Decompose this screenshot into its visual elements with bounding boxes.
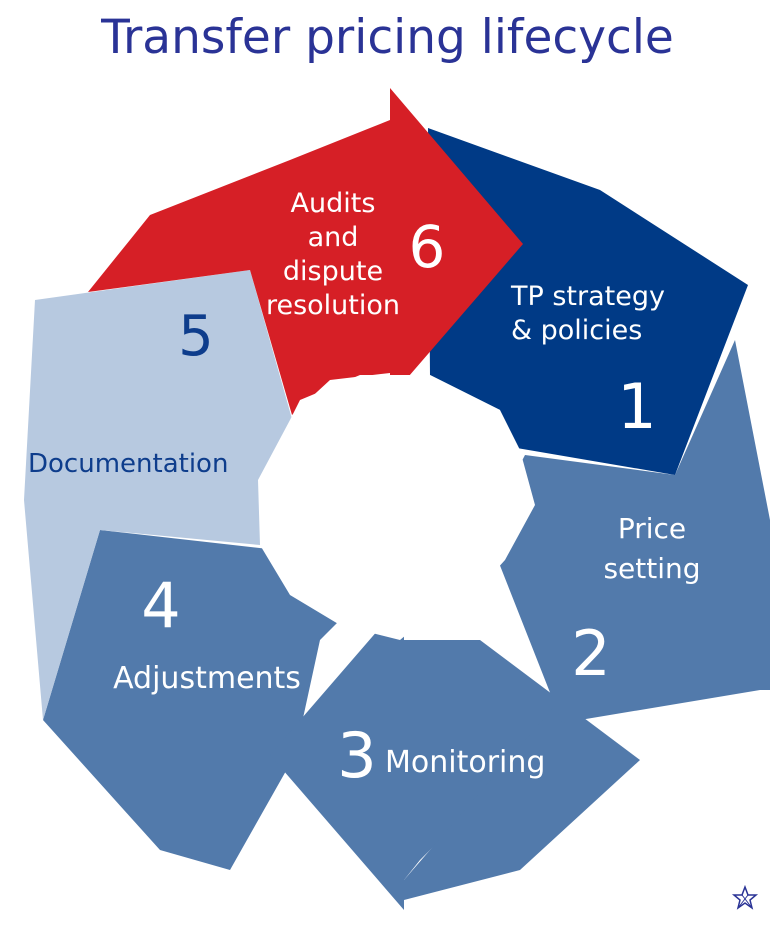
arrow-segment-1: [428, 128, 748, 475]
step-6-label-line-3: dispute: [283, 256, 383, 287]
step-6-label-line-2: and: [308, 222, 359, 253]
arrow-segment-2: [486, 340, 770, 723]
star-logo-icon: [731, 884, 759, 910]
step-3-number: 3: [337, 719, 376, 792]
step-2-label-line-2: setting: [603, 552, 700, 585]
step-1-label-line-2: & policies: [511, 315, 642, 346]
step-2-label-line-1: Price: [618, 512, 686, 545]
arrow-segment-5: [24, 270, 305, 720]
step-6: Audits and dispute resolution 6: [266, 188, 445, 321]
step-5-label-line-1: Documentation: [28, 449, 228, 479]
step-1: TP strategy & policies 1: [510, 281, 665, 443]
step-6-number: 6: [409, 213, 446, 281]
step-5-number: 5: [178, 304, 214, 369]
step-6-label-line-1: Audits: [291, 188, 376, 219]
step-3: 3 Monitoring: [337, 719, 545, 792]
step-6-label-line-4: resolution: [266, 290, 400, 321]
step-1-label-line-1: TP strategy: [510, 281, 665, 312]
diagram-title: Transfer pricing lifecycle: [101, 10, 674, 65]
step-2-number: 2: [571, 617, 610, 690]
step-5: 5 Documentation: [28, 304, 228, 479]
arrow-segment-3: [270, 600, 640, 910]
step-4: 4 Adjustments: [113, 569, 301, 696]
center-hub: [258, 375, 535, 640]
step-4-number: 4: [141, 569, 180, 642]
step-4-label-line-1: Adjustments: [113, 661, 301, 696]
arrow-segment-6: [88, 88, 523, 415]
step-2: Price setting 2: [571, 512, 700, 690]
step-1-number: 1: [617, 370, 656, 443]
step-3-label-line-1: Monitoring: [385, 745, 545, 780]
arrow-segment-4: [43, 530, 360, 870]
